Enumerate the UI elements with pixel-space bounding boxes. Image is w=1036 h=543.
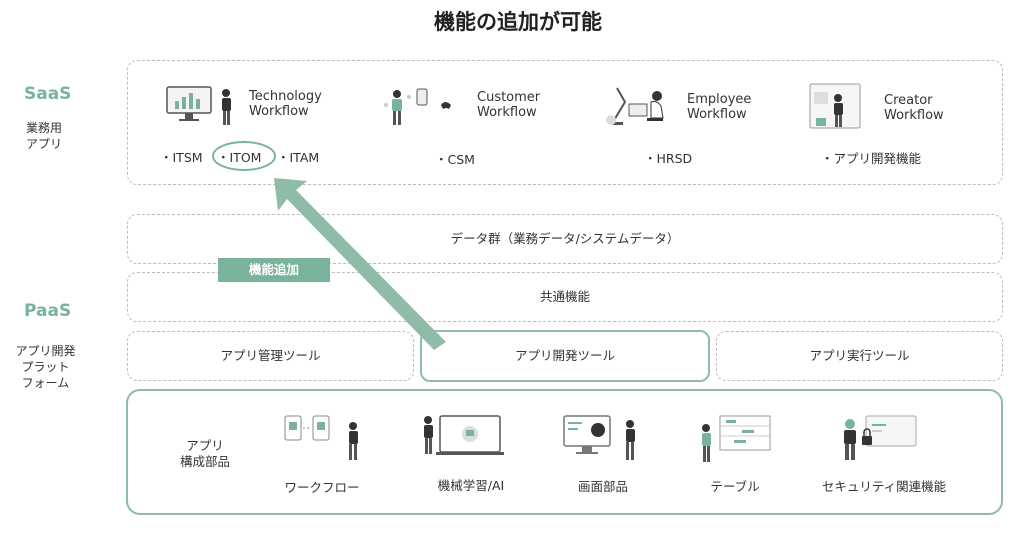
creator-workflow-illustration xyxy=(809,83,861,129)
security-illustration xyxy=(844,415,917,460)
technology-workflow-illustration xyxy=(166,86,231,125)
component-workflow-label: ワークフロー xyxy=(284,480,360,495)
itom-highlight-ellipse xyxy=(212,141,276,171)
app-components-label: アプリ 構成部品 xyxy=(165,438,245,470)
module-itsm: ・ITSM xyxy=(160,150,203,165)
saas-sub-line1: 業務用 xyxy=(25,121,62,135)
technology-workflow-line1: Technology xyxy=(249,89,322,104)
creator-workflow-label: Creator Workflow xyxy=(884,93,944,123)
machine-learning-illustration xyxy=(424,415,504,455)
customer-workflow-line1: Customer xyxy=(477,90,541,105)
module-itam: ・ITAM xyxy=(277,150,320,165)
app-components-line2: 構成部品 xyxy=(179,454,230,469)
paas-sub-line2: プラット xyxy=(21,360,70,374)
technology-workflow-line2: Workflow xyxy=(249,104,309,119)
employee-workflow-label: Employee Workflow xyxy=(687,92,751,122)
module-itom: ・ITOM xyxy=(217,150,262,165)
app-management-tool-label: アプリ管理ツール xyxy=(220,348,321,363)
creator-workflow-line1: Creator xyxy=(884,93,933,108)
add-function-badge: 機能追加 xyxy=(218,258,330,282)
app-components-line1: アプリ xyxy=(186,438,224,453)
app-development-tool-label: アプリ開発ツール xyxy=(514,348,615,363)
module-app-dev: ・アプリ開発機能 xyxy=(821,151,922,166)
employee-workflow-illustration xyxy=(606,87,664,125)
app-runtime-tool-label: アプリ実行ツール xyxy=(809,348,910,363)
workflow-component-illustration xyxy=(284,415,358,460)
page-title: 機能の追加が可能 xyxy=(434,10,602,34)
component-screen-parts-label: 画面部品 xyxy=(577,479,628,494)
paas-sub-line3: フォーム xyxy=(21,376,70,390)
saas-sub-line2: アプリ xyxy=(25,137,62,151)
app-runtime-tool-box: アプリ実行ツール xyxy=(716,331,1003,381)
module-hrsd: ・HRSD xyxy=(644,151,693,166)
saas-label: SaaS xyxy=(24,84,72,104)
data-layer-box: データ群（業務データ/システムデータ） xyxy=(127,214,1003,264)
module-csm: ・CSM xyxy=(435,152,475,167)
technology-workflow-label: Technology Workflow xyxy=(249,89,322,119)
customer-workflow-line2: Workflow xyxy=(477,105,537,120)
saas-box xyxy=(127,60,1003,185)
component-security-label: セキュリティ関連機能 xyxy=(821,479,947,494)
customer-workflow-illustration xyxy=(384,88,451,125)
paas-sub-line1: アプリ開発 xyxy=(15,344,76,358)
common-functions-label: 共通機能 xyxy=(539,289,590,304)
table-illustration xyxy=(702,415,771,462)
component-ml-ai-label: 機械学習/AI xyxy=(437,478,505,493)
app-management-tool-box: アプリ管理ツール xyxy=(127,331,414,381)
paas-label: PaaS xyxy=(24,301,72,321)
data-layer-label: データ群（業務データ/システムデータ） xyxy=(450,231,680,246)
customer-workflow-label: Customer Workflow xyxy=(477,90,540,120)
saas-sublabel: 業務用 アプリ xyxy=(14,120,74,152)
common-functions-box: 共通機能 xyxy=(127,272,1003,322)
app-components-box xyxy=(126,389,1003,515)
paas-sublabel: アプリ開発 プラット フォーム xyxy=(8,343,83,391)
creator-workflow-line2: Workflow xyxy=(884,108,944,123)
employee-workflow-line1: Employee xyxy=(687,92,752,107)
screen-parts-illustration xyxy=(563,415,635,460)
employee-workflow-line2: Workflow xyxy=(687,107,747,122)
app-development-tool-box: アプリ開発ツール xyxy=(420,330,710,382)
component-table-label: テーブル xyxy=(710,479,760,494)
